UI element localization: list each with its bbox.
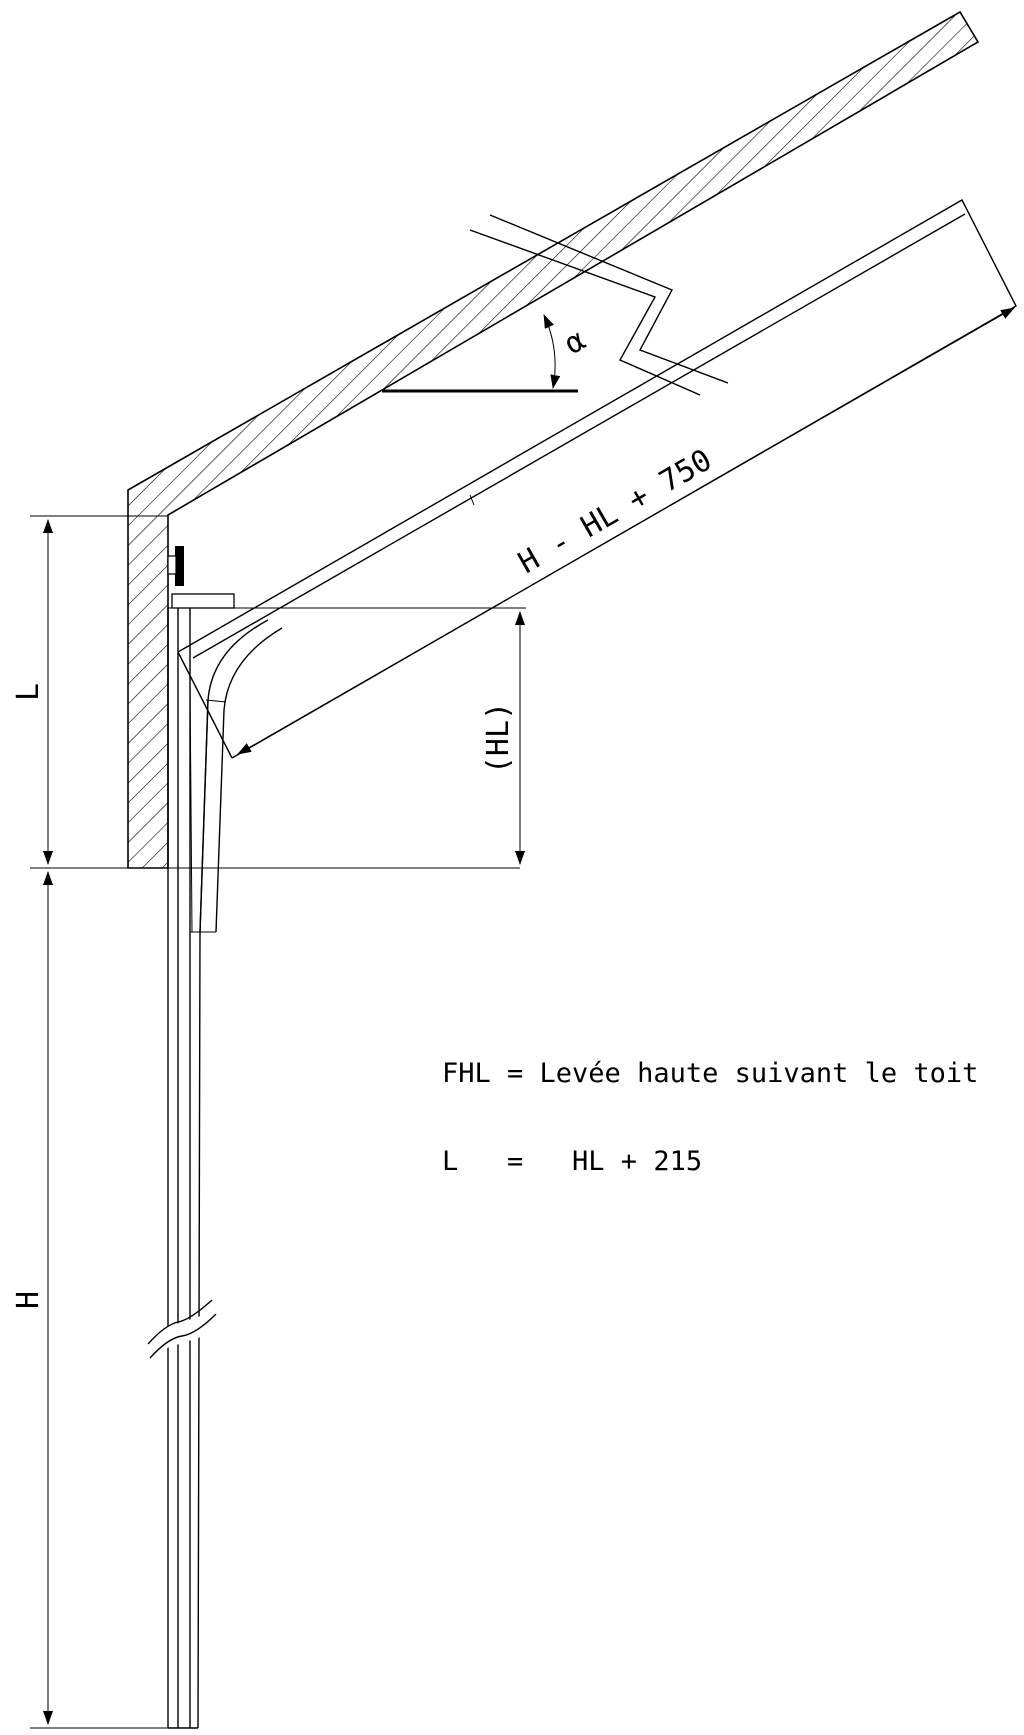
dim-hl-label: (HL) [481,702,516,774]
note-l-formula: L = HL + 215 [442,1146,702,1177]
wall-bracket [167,546,235,609]
vertical-door-leaf [167,608,216,1729]
dimension-hl: (HL) [168,607,526,865]
dim-l-label: L [11,683,46,701]
dim-h-label: H [11,1291,46,1309]
wall-and-roof [127,10,980,869]
dimension-l: L [11,515,520,869]
dim-track-label: H - HL + 750 [513,443,718,581]
formula-notes: FHL = Levée haute suivant le toit L = HL… [442,1058,978,1177]
dimension-h: H [11,871,168,1729]
note-fhl: FHL = Levée haute suivant le toit [442,1058,978,1089]
horizontal-track [177,199,1017,933]
door-break-line [147,1299,222,1359]
angle-label: α [559,323,592,362]
